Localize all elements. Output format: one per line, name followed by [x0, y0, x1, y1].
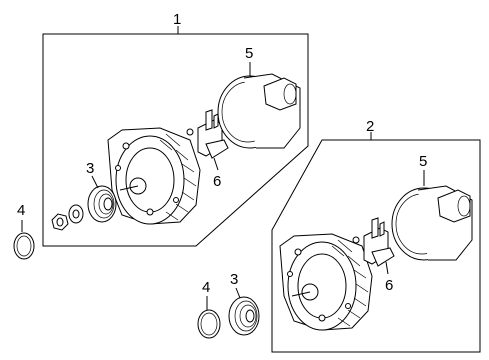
- leader-3a: [91, 175, 99, 189]
- callout-2: 2: [366, 118, 374, 135]
- assembly-1-frame: [42, 26, 309, 247]
- leader-6b: [385, 261, 389, 275]
- callout-4b: 4: [202, 279, 210, 296]
- cover-1: [217, 73, 301, 149]
- regulator-2: [352, 217, 395, 267]
- leader-6a: [213, 157, 219, 171]
- snap-ring-1: [13, 232, 35, 260]
- callout-3b: 3: [230, 271, 238, 288]
- alternator-1: [107, 127, 201, 225]
- snap-ring-2: [197, 309, 221, 339]
- callout-5b: 5: [419, 153, 427, 170]
- callout-4a: 4: [17, 202, 25, 219]
- callout-6a: 6: [213, 173, 221, 190]
- washer: [68, 204, 84, 224]
- callout-1: 1: [173, 11, 181, 28]
- callout-5a: 5: [245, 45, 253, 62]
- assembly-2-frame: [271, 132, 481, 353]
- callout-6b: 6: [385, 277, 393, 294]
- regulator-1: [186, 109, 229, 159]
- pulley-nut: [51, 213, 69, 231]
- alternator-2: [279, 233, 373, 331]
- cover-2: [391, 185, 473, 261]
- callout-3a: 3: [86, 160, 94, 177]
- pulley-1: [87, 185, 117, 223]
- leader-3b: [235, 287, 241, 299]
- pulley-2: [228, 296, 260, 336]
